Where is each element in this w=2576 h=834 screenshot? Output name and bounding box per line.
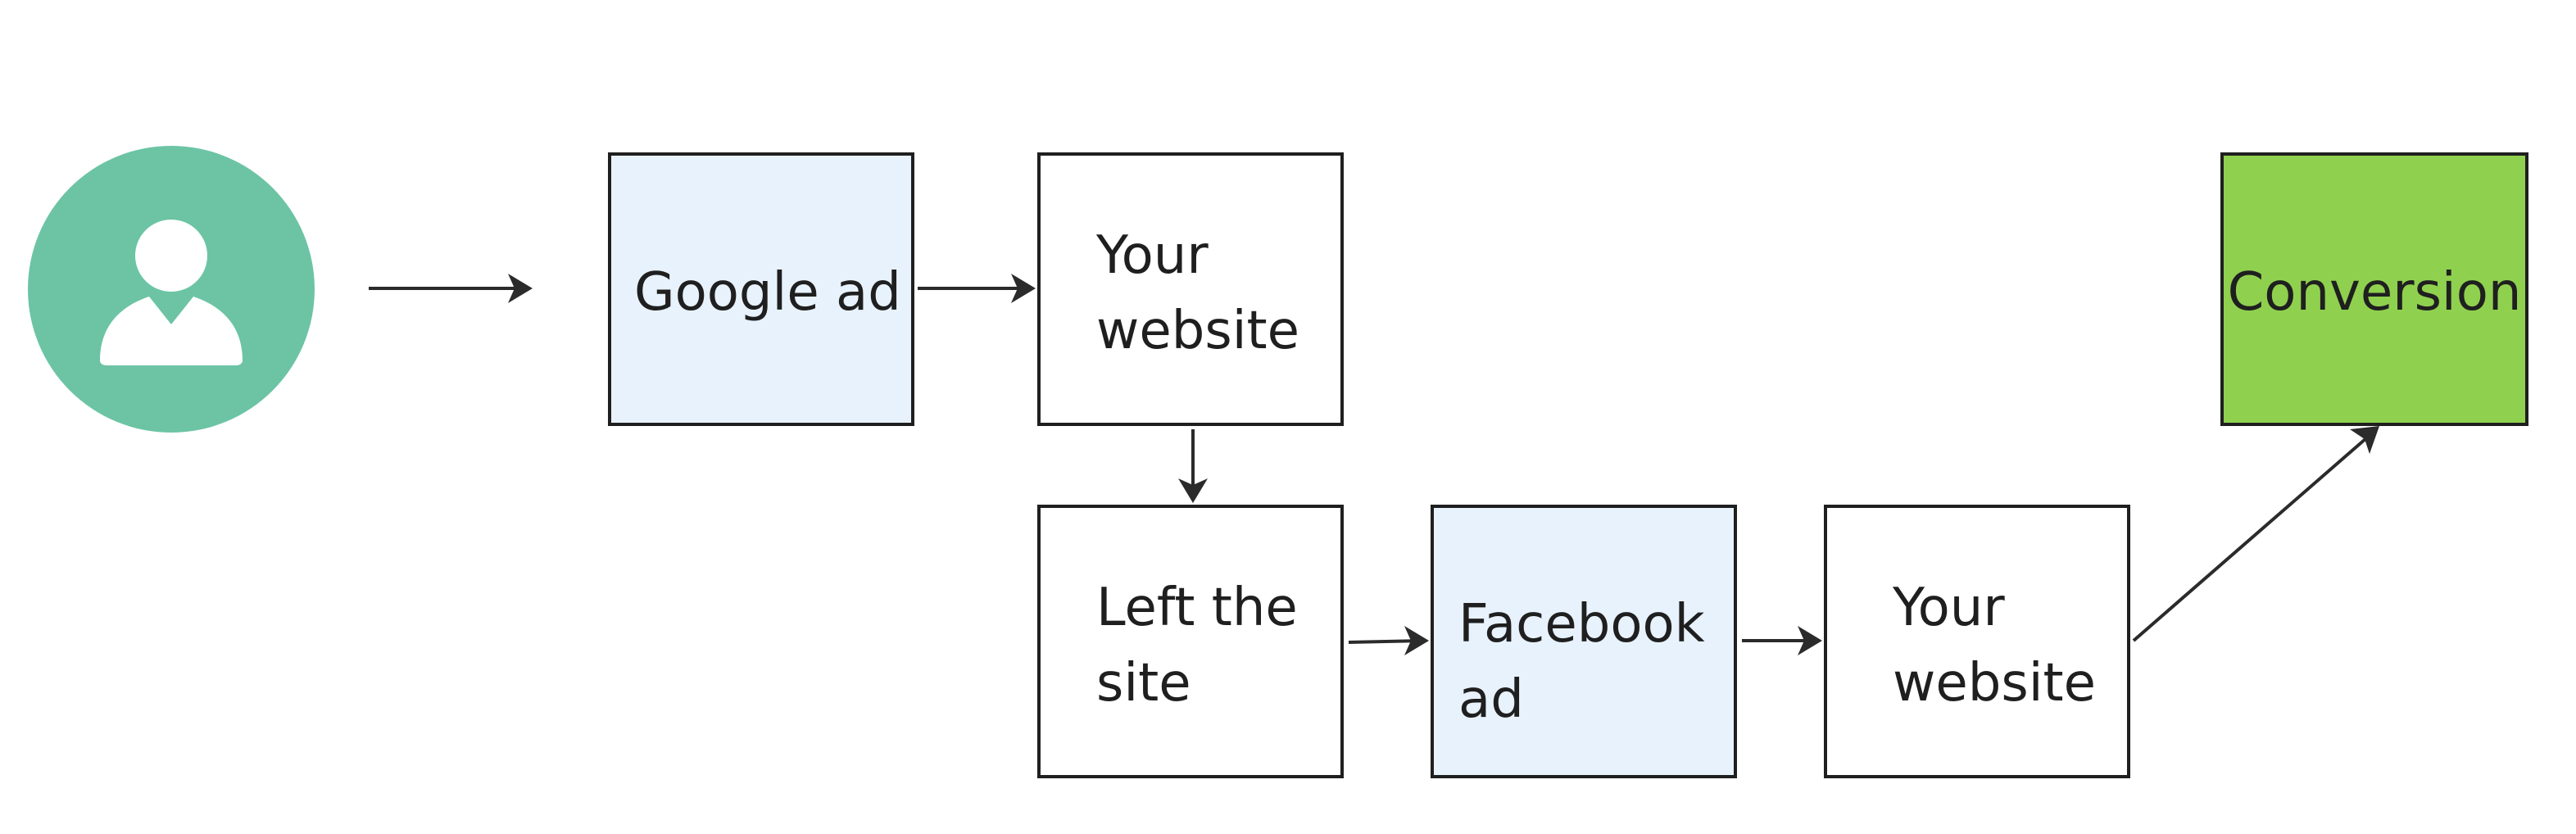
google-ad-node: Google ad [608,152,914,426]
left-the-site-line2: site [1096,653,1191,714]
google-ad-label: Google ad [634,262,901,323]
arrow-website-2-to-conversion [2132,426,2379,642]
arrow-website-1-to-left-site [1178,429,1208,503]
your-website-node-2: Your website [1824,505,2130,778]
conversion-label: Conversion [2227,262,2522,323]
left-the-site-line1: Left the [1096,578,1298,638]
your-website-1-label: Your website [1096,218,1334,369]
your-website-2-line1: Your [1893,578,2005,638]
your-website-1-line1: Your [1096,225,1209,286]
facebook-ad-label: Facebook ad [1458,587,1721,737]
arrow-facebook-ad-to-website-2 [1742,626,1822,655]
facebook-ad-line2: ad [1458,669,1524,730]
arrow-left-site-to-facebook-ad [1348,626,1429,655]
your-website-node-1: Your website [1037,152,1344,426]
left-the-site-label: Left the site [1096,570,1334,721]
arrow-user-to-google-ad [369,274,533,303]
conversion-node: Conversion [2220,152,2528,426]
your-website-2-line2: website [1893,653,2096,714]
arrow-google-ad-to-website-1 [918,274,1036,303]
your-website-2-label: Your website [1893,570,2130,721]
your-website-1-line2: website [1096,301,1299,361]
user-icon [100,220,243,365]
user-avatar-node [28,146,315,433]
left-the-site-node: Left the site [1037,505,1344,778]
facebook-ad-line1: Facebook [1458,594,1705,655]
facebook-ad-node: Facebook ad [1431,505,1737,778]
